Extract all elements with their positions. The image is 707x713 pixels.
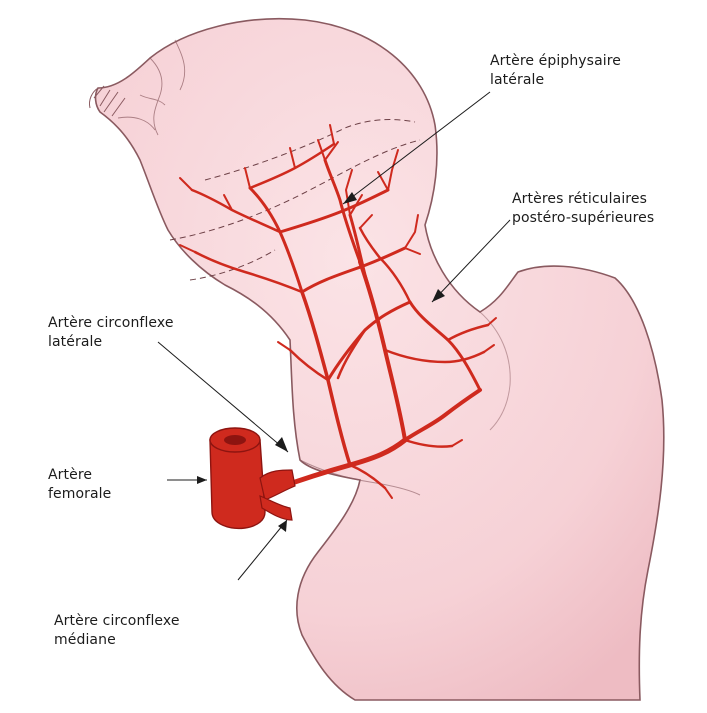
label-epiphysaire-line1: Artère épiphysaire	[490, 52, 621, 71]
label-circonflexe-laterale-line2: latérale	[48, 333, 174, 352]
label-circonflexe-mediane: Artère circonflexe médiane	[54, 612, 180, 650]
label-reticulaires-line1: Artères réticulaires	[512, 190, 654, 209]
label-reticulaires-line2: postéro-supérieures	[512, 209, 654, 228]
label-reticulaires: Artères réticulaires postéro-supérieures	[512, 190, 654, 228]
leader-reticulaires	[432, 220, 510, 302]
label-femorale-line2: femorale	[48, 485, 111, 504]
label-circonflexe-mediane-line1: Artère circonflexe	[54, 612, 180, 631]
label-circonflexe-laterale: Artère circonflexe latérale	[48, 314, 174, 352]
label-epiphysaire: Artère épiphysaire latérale	[490, 52, 621, 90]
label-circonflexe-laterale-line1: Artère circonflexe	[48, 314, 174, 333]
label-circonflexe-mediane-line2: médiane	[54, 631, 180, 650]
leader-circonflexe-mediane	[238, 520, 287, 580]
label-femorale: Artère femorale	[48, 466, 111, 504]
label-femorale-line1: Artère	[48, 466, 111, 485]
label-epiphysaire-line2: latérale	[490, 71, 621, 90]
femur-bone	[96, 19, 664, 700]
